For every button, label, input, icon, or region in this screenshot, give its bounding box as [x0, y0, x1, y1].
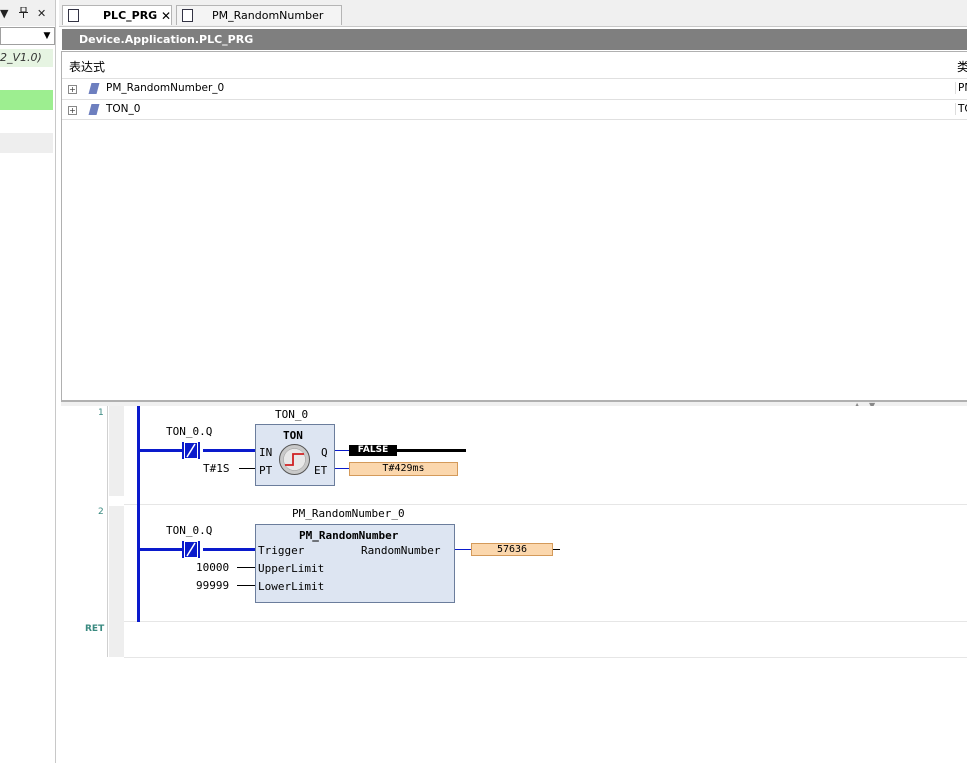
tab-label: PM_RandomNumber — [212, 9, 324, 22]
row-expression: TON_0 — [106, 103, 141, 115]
expand-icon[interactable]: + — [68, 106, 77, 115]
contact-label: TON_0.Q — [166, 425, 213, 438]
tab-pm-randomnumber[interactable]: PM_RandomNumber — [176, 5, 342, 25]
network-gutter — [109, 621, 124, 657]
ret-label: RET — [85, 624, 105, 634]
left-panel-dropdown[interactable]: ▼ — [0, 27, 55, 45]
selected-tree-item[interactable] — [0, 90, 53, 110]
fb-output-q: Q — [321, 446, 328, 459]
device-version-label: 2_V1.0) — [0, 49, 53, 67]
fb-input-upperlimit: UpperLimit — [258, 562, 325, 575]
output-wire — [335, 468, 349, 469]
close-icon[interactable]: ✕ — [37, 7, 47, 20]
fb-type-name: PM_RandomNumber — [299, 529, 399, 542]
network-gutter — [109, 506, 124, 621]
rung-wire — [140, 548, 182, 551]
variable-icon — [88, 104, 100, 115]
fb-instance-name: PM_RandomNumber_0 — [292, 507, 405, 520]
document-icon — [182, 9, 193, 22]
lowerlimit-value: 99999 — [196, 579, 230, 592]
timer-icon — [278, 443, 311, 476]
fb-instance-name: TON_0 — [275, 408, 309, 421]
q-output-line — [397, 449, 466, 452]
pm-randomnumber-function-block[interactable]: PM_RandomNumber Trigger UpperLimit Lower… — [255, 524, 455, 603]
network-separator — [124, 657, 967, 658]
rung-wire — [203, 548, 255, 551]
rung-wire — [203, 449, 255, 452]
rung-wire — [140, 449, 182, 452]
network-separator — [124, 621, 967, 622]
upperlimit-value: 10000 — [196, 561, 230, 574]
row-type: PM — [955, 82, 967, 94]
fb-input-lowerlimit: LowerLimit — [258, 580, 325, 593]
input-wire — [237, 567, 255, 568]
network-number: 2 — [98, 507, 104, 517]
pt-value: T#1S — [203, 462, 230, 475]
path-header: Device.Application.PLC_PRG — [62, 29, 967, 50]
watch-table: 表达式 类 + PM_RandomNumber_0 PM + TON_0 TO — [61, 51, 967, 401]
fb-type-name: TON — [283, 429, 303, 442]
negated-contact[interactable] — [179, 541, 203, 558]
variable-icon — [88, 83, 100, 94]
q-value-false: FALSE — [349, 445, 397, 456]
collapse-down-icon[interactable]: ▼ — [869, 401, 875, 410]
table-row[interactable]: + TON_0 TO — [62, 99, 967, 120]
pin-icon[interactable] — [19, 6, 28, 21]
fb-input-in: IN — [259, 446, 273, 459]
tab-label: PLC_PRG — [103, 9, 158, 22]
column-header-expression[interactable]: 表达式 — [69, 60, 106, 74]
ladder-editor: 1 2 RET TON_0.Q TON_0 TON IN PT Q ET T#1… — [61, 406, 967, 763]
expand-icon[interactable]: + — [68, 85, 77, 94]
contact-label: TON_0.Q — [166, 524, 213, 537]
fb-input-pt: PT — [259, 464, 273, 477]
fb-input-trigger: Trigger — [258, 544, 305, 557]
output-wire — [553, 549, 560, 550]
row-type: TO — [955, 103, 967, 115]
tree-item[interactable] — [0, 133, 53, 153]
collapse-up-icon[interactable]: ▲ — [854, 401, 860, 410]
randomnumber-value: 57636 — [471, 543, 553, 556]
column-header-type[interactable]: 类 — [957, 60, 967, 74]
output-wire — [335, 450, 349, 451]
negated-contact[interactable] — [179, 442, 203, 459]
path-text: Device.Application.PLC_PRG — [79, 33, 254, 46]
ton-function-block[interactable]: TON IN PT Q ET — [255, 424, 335, 486]
network-number: 1 — [98, 408, 104, 418]
row-expression: PM_RandomNumber_0 — [106, 82, 225, 94]
table-row[interactable]: + PM_RandomNumber_0 PM — [62, 78, 967, 99]
tab-close-icon[interactable]: ✕ — [161, 9, 172, 23]
input-wire — [237, 585, 255, 586]
network-separator — [124, 504, 967, 505]
et-value: T#429ms — [349, 462, 458, 476]
left-panel: ▼ ✕ ▼ 2_V1.0) — [0, 0, 56, 763]
power-rail — [137, 406, 140, 622]
fb-output-randomnumber: RandomNumber — [361, 544, 441, 557]
network-gutter — [109, 406, 124, 496]
gutter-line — [107, 406, 108, 657]
left-panel-header: ▼ ✕ — [0, 0, 55, 26]
tab-plc-prg[interactable]: PLC_PRG ✕ — [62, 5, 172, 25]
output-wire — [455, 549, 471, 550]
ladder-editor-icon — [68, 9, 79, 22]
fb-output-et: ET — [314, 464, 328, 477]
dropdown-arrow-icon[interactable]: ▼ — [43, 31, 51, 41]
input-wire — [239, 468, 255, 469]
chevron-down-icon[interactable]: ▼ — [0, 7, 9, 20]
